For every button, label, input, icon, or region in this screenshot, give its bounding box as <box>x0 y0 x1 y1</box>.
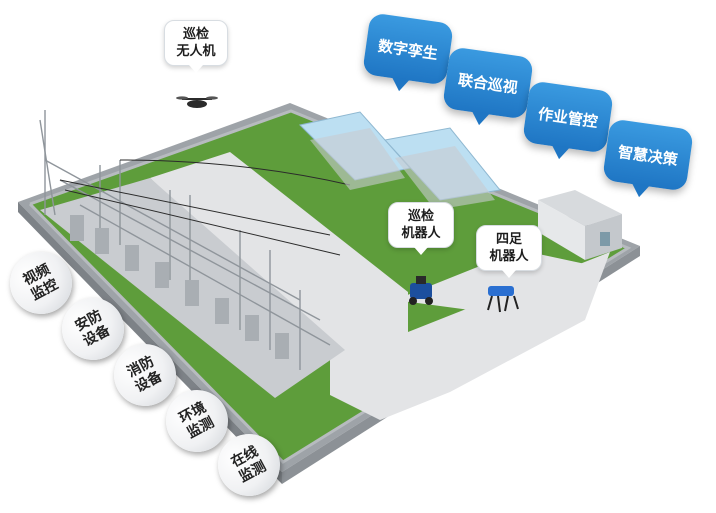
smart-decision-bubble: 智慧决策 <box>602 118 694 192</box>
quadruped-robot-icon <box>487 286 519 313</box>
joint-patrol-bubble: 联合巡视 <box>442 46 534 120</box>
patrol-robot-callout: 巡检 机器人 <box>388 202 454 255</box>
quadruped-robot-callout-line-2: 机器人 <box>489 249 529 264</box>
drone-icon <box>176 96 218 108</box>
drone-callout-line-2: 无人机 <box>176 44 216 59</box>
perimeter-wall <box>28 109 632 464</box>
concrete-road <box>150 152 610 420</box>
patrol-robot-icon <box>409 276 433 305</box>
transformer-hall-2 <box>384 127 501 210</box>
operation-control-bubble: 作业管控 <box>522 80 614 154</box>
drone-callout: 巡检 无人机 <box>164 20 228 73</box>
digital-twin-bubble: 数字孪生 <box>362 12 454 86</box>
patrol-robot-callout-line-2: 机器人 <box>401 226 441 241</box>
switchyard-equipment <box>39 110 331 370</box>
control-building <box>538 190 622 260</box>
quadruped-robot-callout: 四足 机器人 <box>476 225 542 278</box>
quadruped-robot-callout-line-1: 四足 <box>495 232 522 247</box>
drone-callout-line-1: 巡检 <box>182 27 209 42</box>
patrol-robot-callout-line-1: 巡检 <box>407 209 434 224</box>
